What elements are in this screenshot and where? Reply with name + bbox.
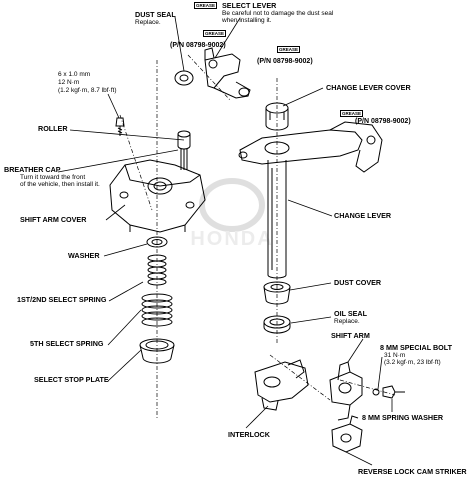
label-part-number-1: (P/N 08798-9002)	[170, 42, 226, 49]
label-reverse-lock-cam-striker: REVERSE LOCK CAM STRIKER	[358, 467, 467, 476]
label-special-bolt-2: 31 N·m	[384, 352, 406, 359]
label-select-stop-plate: SELECT STOP PLATE	[34, 375, 109, 384]
label-dust-seal: DUST SEAL	[135, 10, 176, 19]
select-stop-plate-part	[139, 338, 175, 364]
grease-tag-4: GREASE	[340, 110, 364, 117]
dust-seal-part	[174, 70, 194, 86]
grease-tag-1: GREASE	[194, 2, 218, 9]
reverse-lock-cam-striker-part	[331, 415, 363, 453]
spring-2-part	[141, 293, 173, 327]
label-oil-seal: OIL SEAL	[334, 309, 368, 318]
label-part-number-2: (P/N 08798-9002)	[257, 58, 313, 65]
bolt-part	[115, 117, 125, 136]
grease-tag-3: GREASE	[277, 46, 301, 53]
label-select-lever-note-1: Be careful not to damage the dust seal	[222, 10, 334, 17]
label-select-spring-5th: 5TH SELECT SPRING	[30, 339, 104, 348]
honda-watermark: HONDA	[190, 178, 273, 250]
shift-arm-cover-part	[109, 159, 206, 233]
label-interlock: INTERLOCK	[228, 430, 270, 439]
washer-part	[146, 236, 168, 248]
label-shift-arm: SHIFT ARM	[331, 331, 370, 340]
label-bolt-spec-1: 6 x 1.0 mm	[58, 71, 91, 78]
label-washer: WASHER	[68, 251, 100, 260]
label-select-lever: SELECT LEVER	[222, 1, 277, 10]
label-oil-seal-note: Replace.	[334, 318, 360, 325]
dust-cover-part	[263, 281, 291, 305]
roller-part	[177, 130, 191, 170]
label-breather-cap: BREATHER CAP	[4, 165, 61, 174]
shift-arm-part	[329, 361, 363, 421]
label-dust-cover: DUST COVER	[334, 278, 382, 287]
label-part-number-3: (P/N 08798-9002)	[355, 118, 411, 125]
label-select-spring-1st2nd: 1ST/2ND SELECT SPRING	[17, 295, 107, 304]
label-select-lever-note-2: when installing it.	[222, 17, 272, 24]
interlock-part	[254, 359, 309, 411]
change-lever-part	[238, 121, 383, 279]
label-special-bolt-1: 8 mm SPECIAL BOLT	[380, 343, 453, 352]
svg-text:HONDA: HONDA	[190, 228, 273, 250]
label-breather-note-2: of the vehicle, then install it.	[20, 181, 100, 188]
select-lever-part	[204, 47, 251, 99]
label-special-bolt-3: (3.2 kgf·m, 23 lbf·ft)	[384, 359, 441, 366]
label-bolt-spec-2: 12 N·m	[58, 79, 80, 86]
special-bolt-part	[372, 385, 405, 399]
label-roller: ROLLER	[38, 124, 68, 133]
label-shift-arm-cover: SHIFT ARM COVER	[20, 215, 87, 224]
label-dust-seal-note: Replace.	[135, 19, 161, 26]
label-change-lever-cover: CHANGE LEVER COVER	[326, 83, 411, 92]
spring-1-part	[147, 254, 167, 286]
label-spring-washer: 8 mm SPRING WASHER	[362, 413, 444, 422]
change-lever-cover-part	[265, 102, 289, 131]
label-change-lever: CHANGE LEVER	[334, 211, 392, 220]
grease-tag-2: GREASE	[203, 30, 227, 37]
label-breather-note-1: Turn it toward the front	[20, 174, 86, 181]
label-bolt-spec-3: (1.2 kgf·m, 8.7 lbf·ft)	[58, 87, 117, 94]
leader-lines	[57, 16, 393, 466]
oil-seal-part	[263, 315, 291, 334]
